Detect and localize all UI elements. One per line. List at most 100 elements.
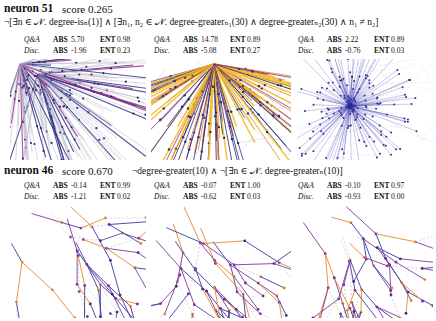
graph-node (395, 148, 397, 150)
metric-value: -1.96 (71, 47, 87, 55)
graph-edge (318, 288, 328, 318)
graph-edge (256, 71, 278, 111)
metric-value: 0.03 (247, 193, 260, 201)
graph-edge (171, 64, 214, 160)
graph-node (368, 79, 370, 81)
graph-node (405, 96, 407, 98)
graph-edge (333, 106, 351, 160)
graph-node (125, 81, 127, 83)
graph-node (403, 118, 405, 120)
graph-edge (350, 243, 365, 257)
graph-edge (172, 64, 214, 158)
graph-edge (237, 292, 260, 314)
graph-edge (151, 64, 214, 160)
graph-edge (151, 304, 161, 309)
graph-node (372, 93, 374, 95)
graph-edge (343, 238, 350, 260)
graph-node (103, 137, 105, 139)
graph-edge (387, 266, 422, 269)
metric-value: 0.89 (391, 36, 404, 44)
graph-node (399, 148, 401, 150)
graph-edge (52, 290, 75, 318)
graph-node (99, 60, 101, 62)
graph-edge (350, 86, 373, 106)
graph-node (326, 88, 328, 90)
graph-node (403, 318, 406, 319)
graph-edge (350, 106, 400, 149)
metric-key: ABS (327, 193, 342, 201)
graph-edge (362, 289, 377, 307)
metric-value: 0.03 (391, 47, 404, 55)
graph-edge (350, 106, 404, 119)
graph-edge (350, 106, 384, 145)
graph-node (109, 312, 112, 315)
graph-edge (100, 233, 122, 241)
graph-node (266, 131, 268, 133)
graph-node (137, 97, 139, 99)
graph-node (373, 140, 375, 142)
graph-edge (200, 243, 215, 261)
graph-edge (390, 265, 392, 295)
graph-edge (350, 80, 409, 106)
neuron-id: neuron 46 (4, 164, 53, 177)
graph-edge (333, 59, 350, 106)
metric-key: ABS (53, 193, 68, 201)
graph-edge (422, 266, 433, 269)
graph-node (301, 155, 303, 157)
metric-key: ABS (53, 47, 68, 55)
graph-edge (77, 251, 78, 285)
graph-edge (214, 64, 279, 111)
graph-node (139, 242, 142, 245)
graph-edge (377, 307, 404, 318)
graph-node (285, 314, 288, 317)
graph-edge (350, 261, 352, 302)
graph-edge (361, 289, 363, 312)
graph-node (182, 136, 184, 138)
graph-edge (350, 77, 352, 106)
graph-node (33, 143, 35, 145)
graph-edge (351, 223, 363, 239)
graph-edge (10, 64, 20, 160)
graph-edge (234, 277, 258, 310)
graph-node (22, 157, 24, 159)
graph-node (53, 99, 55, 101)
graph-node (365, 145, 367, 147)
graph-edge (274, 264, 291, 276)
graph-node (159, 118, 161, 120)
graph-node (368, 82, 370, 84)
graph-node (115, 62, 117, 64)
metric-key: ABS (183, 193, 198, 201)
graph-edge (325, 106, 350, 160)
graph-node (145, 216, 147, 219)
graph-node (61, 159, 63, 160)
graph-edge (306, 106, 350, 154)
graph-edge (20, 64, 134, 160)
graph-node (407, 119, 409, 121)
graph-node (349, 113, 351, 115)
task-label: Disc. (24, 47, 40, 55)
graph-node (379, 153, 381, 155)
graph-node (344, 97, 346, 99)
graph-node (383, 144, 385, 146)
task-label: Q&A (24, 182, 40, 190)
graph-edge (173, 224, 183, 253)
graph-edge (99, 290, 102, 318)
graph-edge (415, 233, 433, 242)
graph-edge (305, 106, 350, 111)
metric-key: ENT (100, 36, 115, 44)
graph-node (341, 125, 343, 127)
graph-node (278, 115, 280, 117)
metric-value: -5.08 (201, 47, 217, 55)
graph-node (316, 91, 318, 93)
graph-node (328, 59, 330, 61)
graph-edge (243, 294, 246, 318)
graph-edge (224, 101, 250, 129)
graph-node (390, 154, 392, 156)
graph-node (390, 132, 392, 134)
graph-edge (198, 64, 214, 160)
graph-edge (350, 308, 364, 318)
graph-edge (159, 64, 214, 160)
metric-key: ENT (230, 182, 245, 190)
graph-node (407, 121, 409, 123)
graph-node (305, 153, 307, 155)
